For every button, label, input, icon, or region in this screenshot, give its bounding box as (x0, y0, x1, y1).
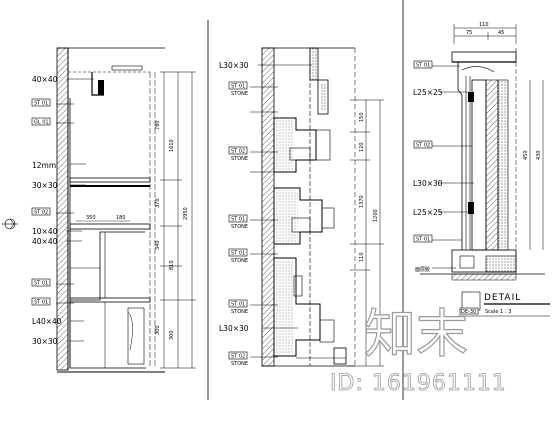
middle-label-30x30-bottom: L30×30 (219, 324, 249, 333)
right-dim-side-1: 450 (523, 150, 529, 160)
left-tag-3: ST 02 (31, 207, 51, 216)
left-label-40x40-c: L40×40 (32, 317, 62, 326)
left-dim-outer-2: 810 (169, 260, 175, 270)
svg-text:ST 01: ST 01 (231, 217, 245, 223)
right-dim-side-2: 430 (536, 150, 542, 160)
svg-text:ST 01: ST 01 (416, 237, 430, 243)
right-dim-top-3: 45 (498, 30, 504, 36)
svg-text:ST 01: ST 01 (231, 251, 245, 257)
svg-text:ST 02: ST 02 (34, 210, 48, 216)
svg-text:ST 01: ST 01 (34, 281, 48, 287)
middle-tag-3: ST 01 STONE (228, 214, 248, 230)
right-label-25x25-bottom: L25×25 (413, 208, 443, 217)
left-label-10x40: 10×40 (32, 227, 58, 236)
left-dim-2: 370 (155, 198, 161, 208)
middle-tag-4: ST 01 STONE (228, 248, 248, 264)
middle-dim-3: 1370 (359, 195, 365, 208)
middle-dim-4: 1200 (373, 209, 379, 222)
left-tag-5: ST 01 (31, 297, 51, 306)
left-dim-3: 340 (155, 240, 161, 250)
detail-scale: Scale 1 : 3 (485, 309, 511, 315)
left-label-40x40-top: 40×40 (32, 75, 58, 84)
svg-text:STONE: STONE (231, 224, 248, 230)
left-dim-4: 300 (155, 325, 161, 335)
middle-dim-1: 150 (359, 112, 365, 122)
middle-tag-2: ST 02 STONE (228, 146, 248, 162)
left-tag-1: ST 01 (31, 98, 51, 107)
right-dim-top-2: 75 (466, 30, 472, 36)
elevation-marker-icon (2, 218, 18, 230)
right-tag-3: ST 01 (413, 234, 433, 243)
svg-text:ST 01: ST 01 (34, 300, 48, 306)
left-label-30x30-b: 30×30 (32, 337, 58, 346)
right-tag-2: ST 02 (413, 140, 433, 149)
middle-section-panel: 150 120 1370 1200 110 L30×30 L30×30 ST 0… (219, 47, 384, 367)
svg-text:ST 02: ST 02 (231, 149, 245, 155)
svg-text:ST 01: ST 01 (231, 84, 245, 90)
svg-text:ST 01: ST 01 (416, 63, 430, 69)
svg-text:STONE: STONE (231, 258, 248, 264)
svg-text:ST 02: ST 02 (231, 354, 245, 360)
left-section-panel: 780 370 340 300 1610 810 2950 300 350 18… (2, 47, 196, 373)
middle-tag-1: ST 01 STONE (228, 81, 248, 97)
right-label-bottom-note: 面层胶 (415, 266, 430, 273)
middle-label-30x30-top: L30×30 (219, 61, 249, 70)
left-dim-inner-2: 180 (116, 215, 126, 221)
left-dim-1: 780 (155, 120, 161, 130)
middle-wall-hatch (261, 47, 275, 367)
left-tag-4: ST 01 (31, 278, 51, 287)
left-label-30x30-a: 30×30 (32, 181, 58, 190)
watermark-id: ID: 161961111 (330, 371, 507, 396)
svg-text:STONE: STONE (231, 156, 248, 162)
svg-text:STONE: STONE (231, 361, 248, 367)
left-dim-outer-3: 2950 (183, 207, 189, 220)
svg-text:GL 01: GL 01 (34, 120, 49, 126)
left-dim-outer-4: 300 (169, 330, 175, 340)
middle-tag-5: ST 01 STONE (228, 299, 248, 315)
right-section-panel: 110 75 45 450 430 (207, 0, 550, 400)
svg-text:STONE: STONE (231, 91, 248, 97)
left-label-40x40-b: 40×40 (32, 237, 58, 246)
svg-text:STONE: STONE (231, 309, 248, 315)
left-tag-2: GL 01 (31, 117, 51, 126)
right-tag-1: ST 01 (413, 60, 433, 69)
left-label-12mm: 12mm (32, 161, 56, 170)
svg-text:ST 02: ST 02 (416, 143, 430, 149)
watermark-logo: 知末 (364, 305, 468, 365)
right-dim-top-1: 110 (479, 22, 489, 28)
detail-scale-tag: DE-30 (461, 309, 476, 315)
svg-text:ST 01: ST 01 (231, 302, 245, 308)
middle-dim-2: 120 (359, 142, 365, 152)
middle-dim-5: 110 (359, 252, 365, 262)
watermark: 知末 ID: 161961111 (330, 304, 507, 396)
middle-tag-6: ST 02 STONE (228, 351, 248, 367)
left-dim-outer-1: 1610 (169, 139, 175, 152)
right-label-30x30: L30×30 (413, 179, 443, 188)
svg-text:ST 01: ST 01 (34, 101, 48, 107)
left-dim-inner-1: 350 (86, 215, 96, 221)
right-label-25x25-top: L25×25 (413, 88, 443, 97)
detail-title: DETAIL (484, 293, 521, 303)
detail-title-block: DETAIL DE-30 Scale 1 : 3 (458, 291, 550, 317)
